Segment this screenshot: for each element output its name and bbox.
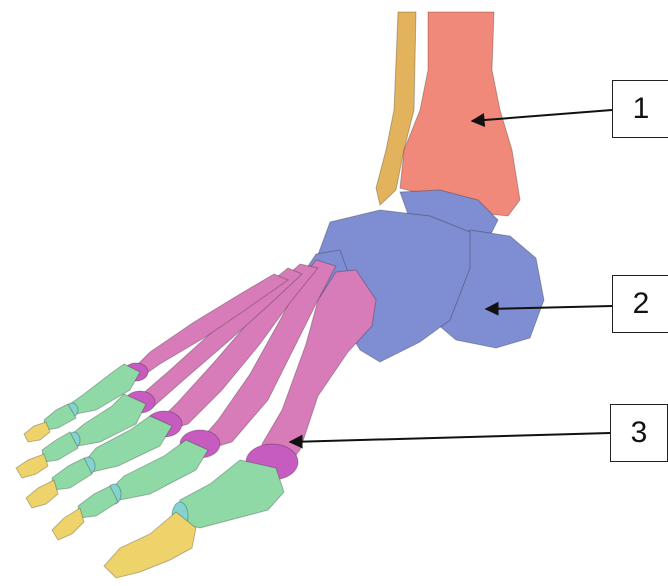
- distal-phalanx-3: [26, 480, 58, 508]
- label-box-3: 3: [610, 404, 668, 462]
- distal-phalanx-4: [16, 454, 48, 478]
- distal-phalanx-5: [24, 422, 50, 442]
- label-box-1: 1: [612, 80, 668, 138]
- tibia-bone: [400, 12, 520, 216]
- middle-phalanx-3: [52, 458, 92, 490]
- distal-phalanx-1: [104, 512, 196, 578]
- distal-phalanx-2: [52, 508, 84, 540]
- label-3-text: 3: [631, 416, 648, 450]
- label-2-text: 2: [633, 287, 650, 321]
- middle-phalanx-2: [78, 486, 118, 518]
- middle-phalanx-4: [42, 432, 78, 462]
- label-box-2: 2: [612, 275, 668, 333]
- label-1-text: 1: [633, 92, 650, 126]
- leader-arrow-3: [290, 433, 610, 442]
- metatarsal-bones: [124, 260, 376, 480]
